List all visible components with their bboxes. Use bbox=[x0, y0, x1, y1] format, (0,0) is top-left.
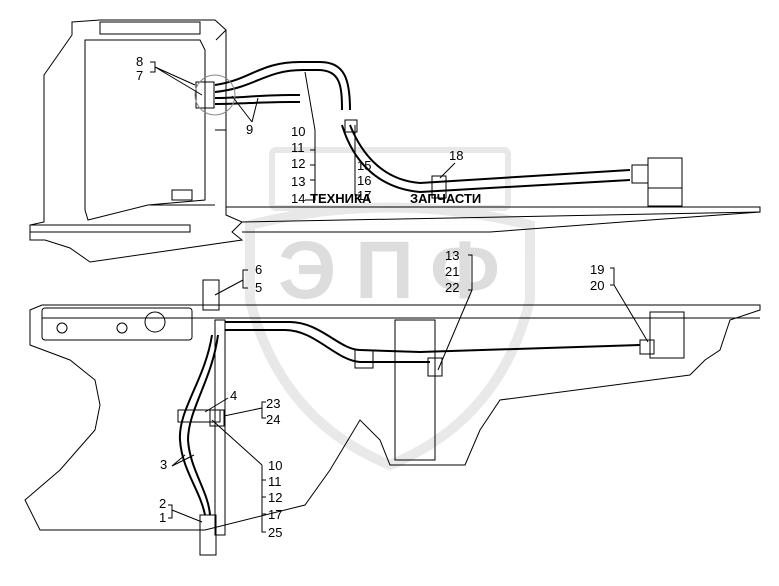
leader-10-14 bbox=[304, 71, 316, 201]
leader-4 bbox=[204, 397, 229, 413]
hose-vertical-1 bbox=[178, 334, 213, 516]
clamp-15 bbox=[344, 119, 358, 133]
leader-23-24 bbox=[223, 401, 266, 419]
leader-3 bbox=[171, 454, 195, 467]
hose-vertical-2 bbox=[186, 334, 219, 516]
clamp-22 bbox=[427, 357, 443, 377]
leader-8-7 bbox=[150, 61, 203, 96]
callout-10-bottom: 10 bbox=[268, 458, 282, 473]
crossmember-hole-2 bbox=[116, 322, 128, 334]
frame-edge-line bbox=[215, 29, 227, 41]
hose-lower-top bbox=[214, 94, 300, 99]
callout-20: 20 bbox=[590, 278, 604, 293]
callout-10-top: 10 bbox=[291, 124, 305, 139]
callout-1: 1 bbox=[159, 510, 166, 525]
frame-inner-panel bbox=[84, 39, 206, 221]
callout-16: 16 bbox=[357, 173, 371, 188]
clamp-4 bbox=[177, 409, 221, 423]
callout-13-top: 13 bbox=[291, 174, 305, 189]
callout-9: 9 bbox=[246, 122, 253, 137]
callout-23: 23 bbox=[266, 396, 280, 411]
callout-11-top: 11 bbox=[291, 140, 305, 155]
clamp-center bbox=[354, 349, 374, 369]
callout-14-top: 14 bbox=[291, 191, 305, 206]
left-valve-fitting bbox=[195, 81, 215, 109]
callout-25: 25 bbox=[268, 525, 282, 540]
fitting-bottom-1 bbox=[199, 514, 217, 556]
callout-17-bottom: 17 bbox=[268, 507, 282, 522]
clamp-23 bbox=[209, 409, 225, 427]
callout-12-bottom: 12 bbox=[268, 490, 282, 505]
watermark-shield bbox=[245, 202, 535, 471]
callout-6: 6 bbox=[255, 262, 262, 277]
leader-13-21-22 bbox=[437, 254, 473, 371]
top-view bbox=[29, 19, 761, 263]
hose-plan-1 bbox=[225, 321, 641, 354]
hose-plan-2 bbox=[225, 329, 430, 363]
leader-10-25 bbox=[211, 419, 266, 533]
right-valve-block bbox=[647, 157, 683, 189]
right-bracket bbox=[647, 187, 683, 207]
frame-flange bbox=[30, 224, 191, 233]
callout-24: 24 bbox=[266, 412, 280, 427]
leader-19-20 bbox=[610, 267, 649, 343]
hose-upper-top-2 bbox=[214, 69, 343, 111]
clamp-18 bbox=[431, 175, 447, 199]
leader-2-1 bbox=[168, 504, 203, 523]
hose-long-right-2 bbox=[341, 124, 631, 194]
leader-15-17 bbox=[354, 125, 360, 196]
crossmember-hole-1 bbox=[56, 322, 68, 334]
leader-lines bbox=[150, 61, 649, 533]
callout-18: 18 bbox=[449, 148, 463, 163]
chassis-lower-edge bbox=[241, 211, 761, 223]
bottom-view bbox=[24, 279, 761, 556]
callout-2: 2 bbox=[159, 496, 166, 511]
hose-upper-top bbox=[214, 61, 351, 111]
callout-21: 21 bbox=[445, 264, 459, 279]
crossmember bbox=[41, 307, 193, 341]
callout-17-top: 17 bbox=[357, 188, 371, 203]
callout-13-bottom: 13 bbox=[445, 248, 459, 263]
frame-top-lid bbox=[99, 21, 201, 35]
right-fitting-20 bbox=[639, 339, 655, 355]
leader-9 bbox=[231, 95, 259, 123]
callout-3: 3 bbox=[160, 457, 167, 472]
callout-12-top: 12 bbox=[291, 156, 305, 171]
callout-4: 4 bbox=[230, 388, 237, 403]
hose-long-right-1 bbox=[349, 124, 631, 185]
watermark-letter-p: П bbox=[355, 225, 414, 316]
center-frame bbox=[394, 319, 436, 461]
watermark-letter-e: Э bbox=[278, 225, 336, 316]
right-fitting bbox=[631, 164, 649, 184]
leader-6-5 bbox=[214, 269, 248, 296]
callout-5: 5 bbox=[255, 280, 262, 295]
side-rail bbox=[214, 319, 226, 536]
callout-11-bottom: 11 bbox=[268, 474, 282, 489]
watermark: Э П Ф bbox=[245, 147, 535, 471]
frame-body-top bbox=[29, 19, 244, 263]
chassis-plan-outline bbox=[24, 304, 761, 531]
chassis-line-top bbox=[226, 206, 761, 233]
hose-lower-top-2 bbox=[214, 101, 300, 105]
right-plate-19 bbox=[649, 311, 685, 359]
callout-8: 8 bbox=[136, 54, 143, 69]
callout-15: 15 bbox=[357, 158, 371, 173]
callout-22: 22 bbox=[445, 280, 459, 295]
leader-18 bbox=[439, 162, 456, 179]
frame-bolt-block bbox=[171, 189, 193, 201]
watermark-letter-f: Ф bbox=[430, 225, 500, 316]
watermark-top-panel bbox=[269, 147, 511, 211]
callout-7: 7 bbox=[136, 68, 143, 83]
detail-circle bbox=[194, 74, 236, 116]
callout-19: 19 bbox=[590, 262, 604, 277]
fitting-top-5 bbox=[202, 279, 220, 311]
crossmember-hole-3 bbox=[144, 311, 166, 333]
